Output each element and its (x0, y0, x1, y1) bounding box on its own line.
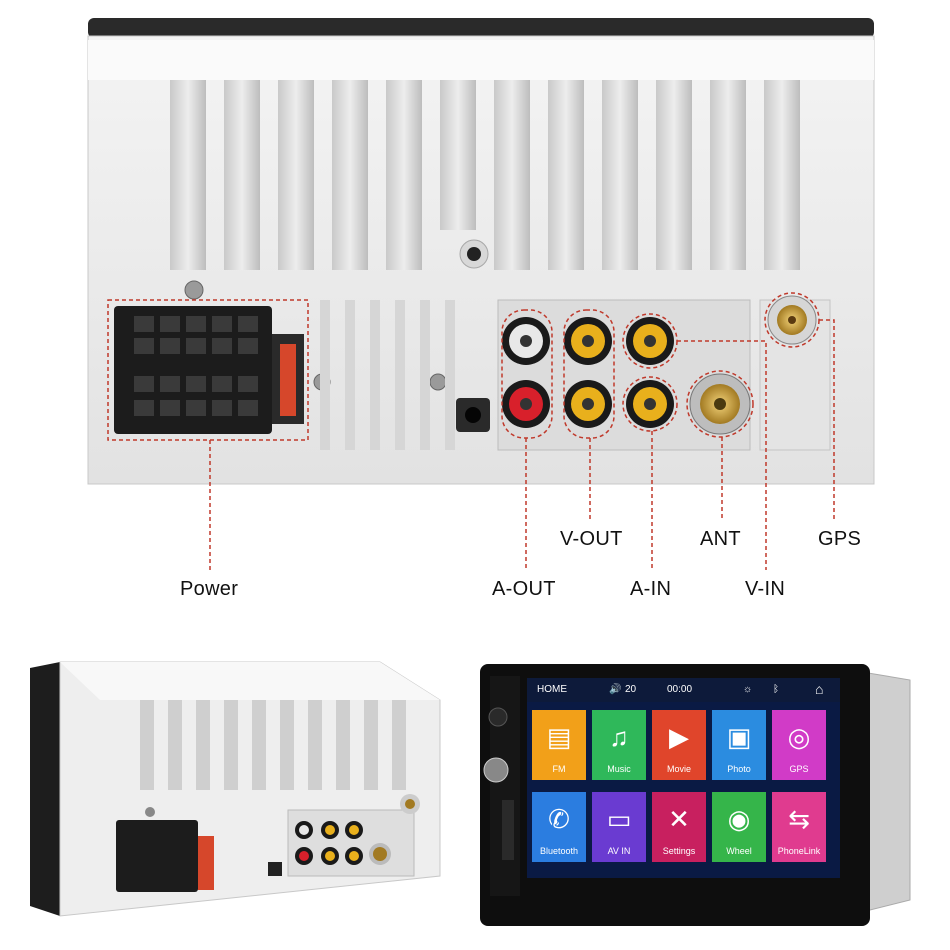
app-av-in[interactable]: ▭ AV IN (592, 792, 646, 862)
v-in-label: V-IN (745, 578, 786, 600)
app-bluetooth[interactable]: ✆ Bluetooth (532, 792, 586, 862)
phone-link-icon: ⇆ (788, 804, 810, 834)
app-phonelink[interactable]: ⇆ PhoneLink (772, 792, 826, 862)
app-music[interactable]: ♫ Music (592, 710, 646, 780)
photo-icon: ▣ (726, 722, 752, 752)
clock: 00:00 (667, 684, 693, 695)
heatsink-fins (170, 80, 800, 270)
app-settings[interactable]: ✕ Settings (652, 792, 706, 862)
app-movie[interactable]: ▶ Movie (652, 710, 706, 780)
a-in-jack (622, 376, 678, 432)
ant-socket (686, 370, 754, 438)
brightness-icon[interactable]: ☼ (743, 684, 753, 695)
tools-icon: ✕ (668, 804, 690, 834)
app-wheel[interactable]: ◉ Wheel (712, 792, 766, 862)
steering-wheel-icon: ◉ (727, 804, 751, 834)
power-label: Power (180, 578, 239, 600)
status-bar: HOME 🔊 20 00:00 ☼ ᛒ ⌂ (527, 678, 840, 702)
v-out-jacks (563, 309, 615, 439)
video-camera-icon: ▶ (669, 722, 689, 752)
gps-label: GPS (818, 528, 862, 550)
volume-level: 20 (625, 684, 637, 695)
home-text[interactable]: HOME (537, 684, 567, 695)
monitor-icon: ▭ (606, 804, 632, 834)
iso-power-connector (107, 299, 309, 441)
a-in-label: A-IN (630, 578, 672, 600)
bluetooth-icon[interactable]: ᛒ (773, 684, 779, 695)
home-icon[interactable]: ⌂ (815, 681, 824, 697)
a-out-jacks (501, 309, 553, 439)
v-in-jack (622, 313, 678, 369)
volume-icon[interactable]: 🔊 (609, 684, 622, 695)
app-gps[interactable]: ◎ GPS (772, 710, 826, 780)
phone-bluetooth-icon: ✆ (548, 804, 570, 834)
headphones-icon: ♫ (609, 722, 629, 752)
app-photo[interactable]: ▣ Photo (712, 710, 766, 780)
v-out-label: V-OUT (560, 528, 623, 550)
ant-label: ANT (700, 528, 741, 550)
a-out-label: A-OUT (492, 578, 556, 600)
radio-icon: ▤ (546, 722, 572, 752)
app-fm[interactable]: ▤ FM (532, 710, 586, 780)
gps-connector (764, 292, 820, 348)
satellite-icon: ◎ (787, 722, 811, 752)
